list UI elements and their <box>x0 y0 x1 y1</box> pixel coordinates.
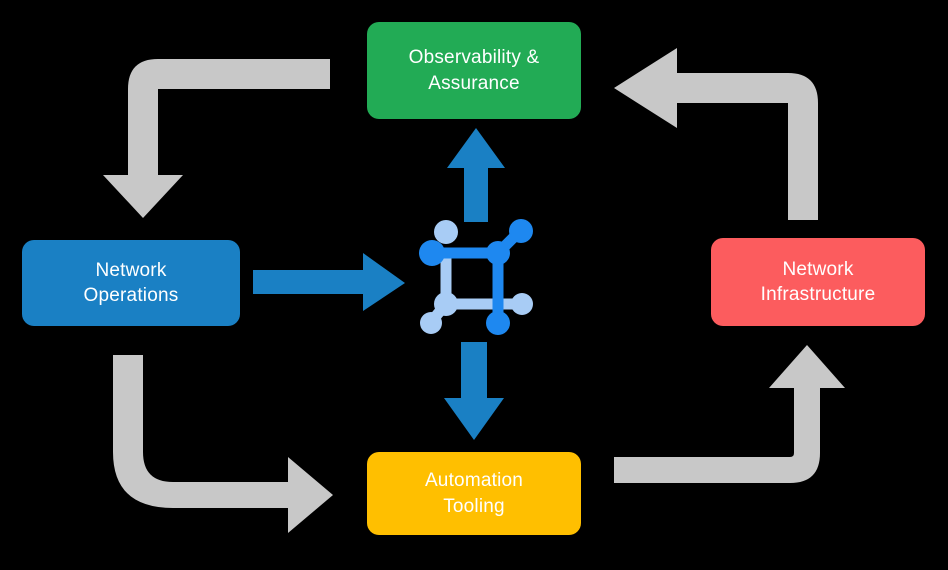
arrow-operations-to-automation <box>113 355 333 533</box>
node-box-automation-tooling[interactable]: Automation Tooling <box>367 452 581 535</box>
arrow-automation-to-infrastructure <box>614 345 845 483</box>
node-box-network-operations[interactable]: Network Operations <box>22 240 240 326</box>
arrow-center-to-automation <box>444 342 504 440</box>
node-label-network-infrastructure: Network Infrastructure <box>760 258 876 305</box>
node-label-observability: Observability & Assurance <box>408 47 540 94</box>
node-label-network-operations: Network Operations <box>83 259 179 306</box>
network-topology-icon <box>419 219 533 335</box>
node-box-network-infrastructure[interactable]: Network Infrastructure <box>711 238 925 326</box>
topology-dark-nodes <box>419 219 533 335</box>
arrow-center-to-observability <box>447 128 505 222</box>
arrow-observability-to-operations <box>103 59 330 218</box>
arrow-operations-to-center <box>253 253 405 311</box>
node-label-automation-tooling: Automation Tooling <box>424 470 524 517</box>
arrow-infrastructure-to-observability <box>614 48 818 220</box>
node-box-observability[interactable]: Observability & Assurance <box>367 22 581 119</box>
topology-light-nodes <box>420 220 533 334</box>
